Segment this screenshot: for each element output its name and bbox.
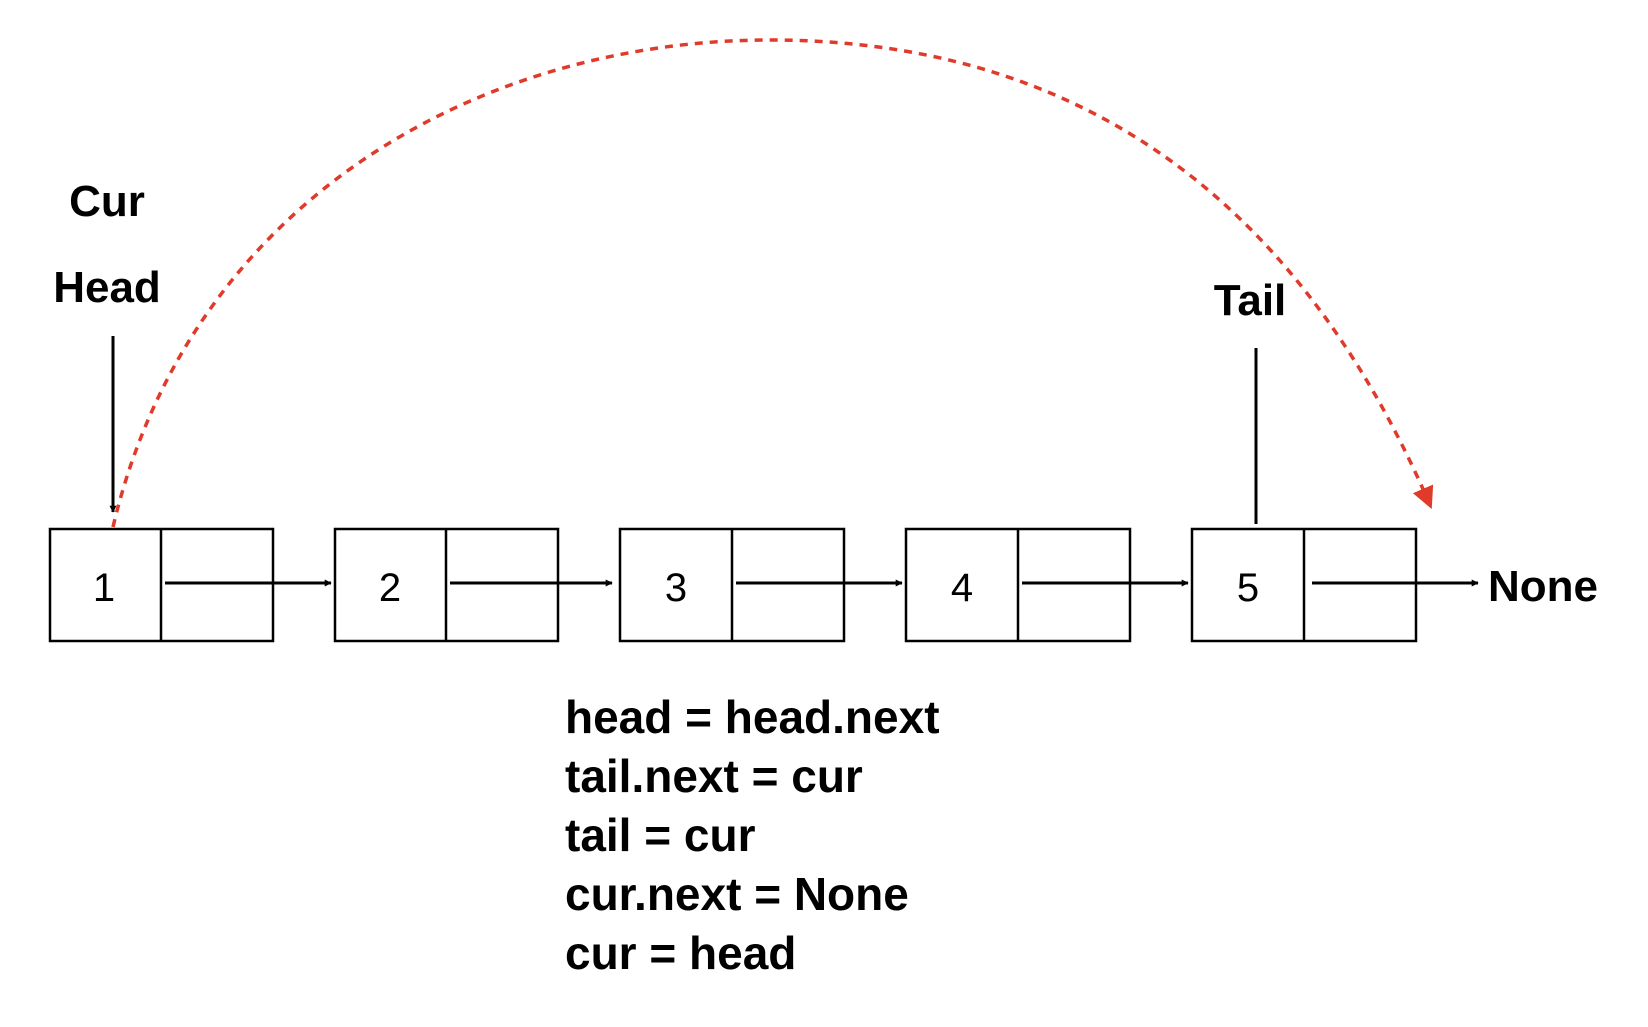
code-line-2: tail.next = cur	[565, 750, 863, 802]
node-value: 3	[665, 566, 687, 610]
node-value: 2	[379, 566, 401, 610]
node-4: 4	[904, 527, 1132, 643]
node-value: 5	[1237, 566, 1259, 610]
node-3: 3	[618, 527, 846, 643]
node-5: 5	[1190, 527, 1418, 643]
code-line-5: cur = head	[565, 927, 796, 979]
move-node-curve-arrow	[111, 38, 1434, 528]
node-1: 1	[48, 527, 275, 643]
code-block: head = head.next tail.next = cur tail = …	[565, 691, 940, 979]
cur-label: Cur	[69, 177, 145, 226]
node-value: 4	[951, 566, 973, 610]
head-label: Head	[53, 263, 161, 312]
code-line-3: tail = cur	[565, 809, 756, 861]
code-line-4: cur.next = None	[565, 868, 909, 920]
none-label: None	[1488, 562, 1598, 611]
code-line-1: head = head.next	[565, 691, 940, 743]
node-2: 2	[333, 527, 560, 643]
tail-label: Tail	[1214, 276, 1287, 325]
node-value: 1	[93, 566, 115, 610]
